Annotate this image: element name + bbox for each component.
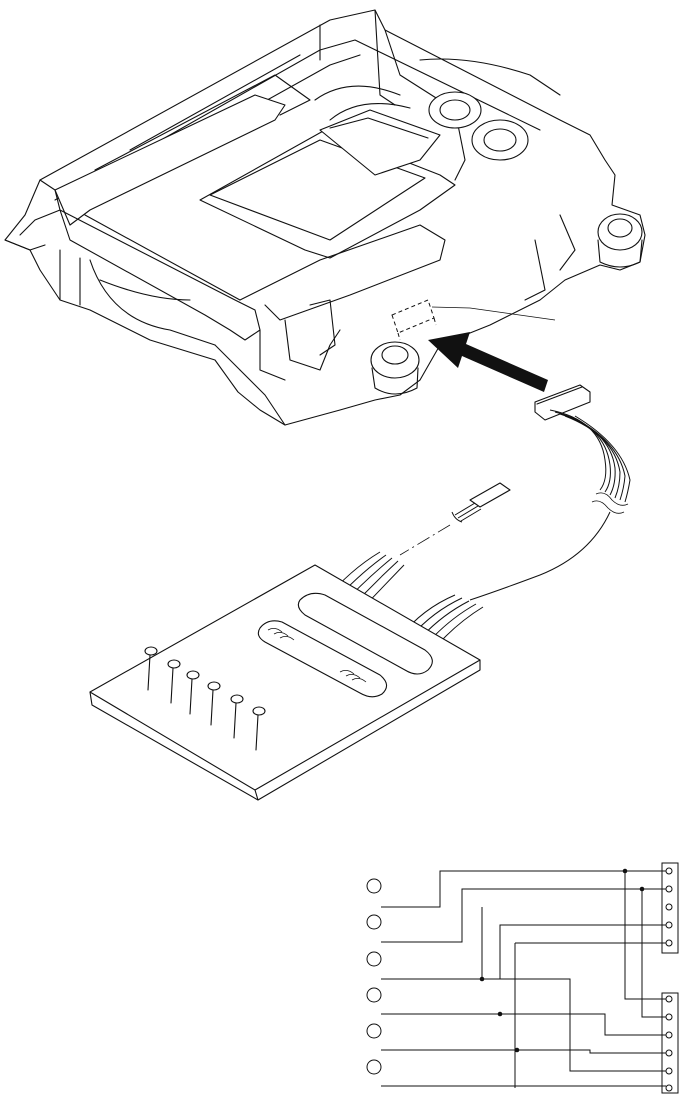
junction-node (640, 887, 645, 892)
pcb-board-icon (90, 565, 480, 800)
schematic-wire (515, 943, 666, 1088)
junction-node (515, 1048, 520, 1053)
connector-bottom-pin (666, 1032, 672, 1038)
schematic-pad (367, 952, 381, 966)
connector-top-pin (666, 886, 672, 892)
schematic-pad (367, 879, 381, 893)
junction-node (498, 1012, 503, 1017)
schematic-pad (367, 1060, 381, 1074)
connector-top-pin (666, 868, 672, 874)
schematic-pad (367, 1024, 381, 1038)
connector-bottom-pin (666, 1050, 672, 1056)
direction-arrow-icon (428, 332, 548, 392)
connector-top-pin (666, 922, 672, 928)
schematic-pad (367, 915, 381, 929)
connector-top-pin (666, 904, 672, 910)
wiring-schematic (367, 863, 678, 1093)
connector-bottom-pin (666, 996, 672, 1002)
connector-bottom (662, 993, 678, 1093)
connector-bottom-pin (666, 1085, 672, 1091)
junction-node (480, 977, 485, 982)
schematic-wire (482, 907, 666, 1071)
schematic-pad (367, 988, 381, 1002)
schematic-wire (625, 871, 666, 999)
connector-top-pin (666, 940, 672, 946)
schematic-wire (381, 1014, 666, 1035)
schematic-wire (381, 925, 666, 979)
pickup-mechanism-icon (5, 10, 645, 425)
connector-bottom-pin (666, 1068, 672, 1074)
schematic-wire (381, 1050, 666, 1053)
connector-bottom-pin (666, 1014, 672, 1020)
schematic-wire (381, 889, 666, 942)
junction-node (623, 869, 628, 874)
